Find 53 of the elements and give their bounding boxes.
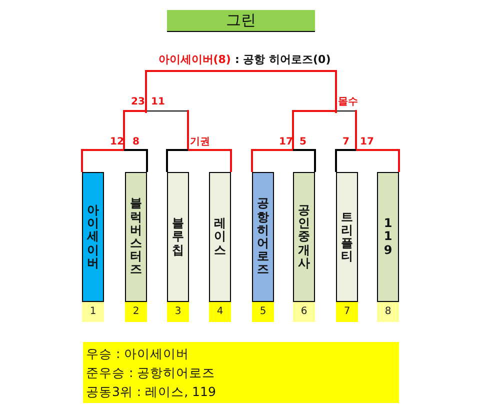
score-label: 기권 <box>190 136 210 148</box>
team-column <box>167 172 189 302</box>
result-line: 우승 : 아이세이버 <box>86 346 190 361</box>
bracket-connector <box>81 149 148 172</box>
team-name: 트리플티 <box>341 210 353 264</box>
match-result: : 공항 히어로즈(0) <box>234 53 331 66</box>
team-column <box>252 172 274 302</box>
score-label: 5 <box>300 136 306 148</box>
score-label: 23 <box>131 96 145 108</box>
seed-number: 8 <box>384 307 392 317</box>
team-name: 119 <box>382 217 394 257</box>
bracket-connector <box>251 149 316 172</box>
seed-number: 7 <box>344 307 350 317</box>
title-text: 그린 <box>226 12 256 29</box>
match-result: 아이세이버(8) <box>158 53 231 66</box>
score-label: 7 <box>342 136 350 148</box>
team-name: 공항히어로즈 <box>257 197 269 277</box>
seed-number: 6 <box>300 307 308 317</box>
score-label: 8 <box>132 136 140 148</box>
seed-number: 2 <box>132 307 140 317</box>
team-column <box>125 172 147 302</box>
score-label: 몰수 <box>338 96 358 108</box>
seed-cell <box>82 302 104 322</box>
result-line: 공동3위 : 레이스, 119 <box>86 384 217 399</box>
team-column <box>336 172 358 302</box>
seed-number: 3 <box>174 307 182 317</box>
seed-number: 5 <box>260 307 266 317</box>
seed-cell <box>125 302 147 322</box>
team-name: 아이세이버 <box>87 204 99 270</box>
team-name: 레이스 <box>214 217 226 257</box>
seed-cell <box>377 302 399 322</box>
seed-number: 1 <box>90 307 96 317</box>
seed-cell <box>209 302 231 322</box>
team-column <box>209 172 231 302</box>
team-name: 공인중개사 <box>298 204 310 270</box>
score-label: 17 <box>279 136 293 148</box>
seed-number: 4 <box>216 307 224 317</box>
result-line: 준우승 : 공항히어로즈 <box>86 365 216 380</box>
seed-cell <box>252 302 274 322</box>
bracket-connector <box>335 149 400 172</box>
score-label: 11 <box>151 96 165 108</box>
seed-cell <box>293 302 315 322</box>
score-label: 12 <box>110 136 124 148</box>
team-column <box>82 172 104 302</box>
team-name: 블럭버스터즈 <box>130 197 142 277</box>
seed-cell <box>336 302 358 322</box>
score-label: 17 <box>360 136 374 148</box>
team-column <box>293 172 315 302</box>
team-column <box>377 172 399 302</box>
team-name: 블루칩 <box>172 217 184 257</box>
seed-cell <box>167 302 189 322</box>
results-panel <box>83 342 399 403</box>
bracket-connector <box>166 149 232 172</box>
